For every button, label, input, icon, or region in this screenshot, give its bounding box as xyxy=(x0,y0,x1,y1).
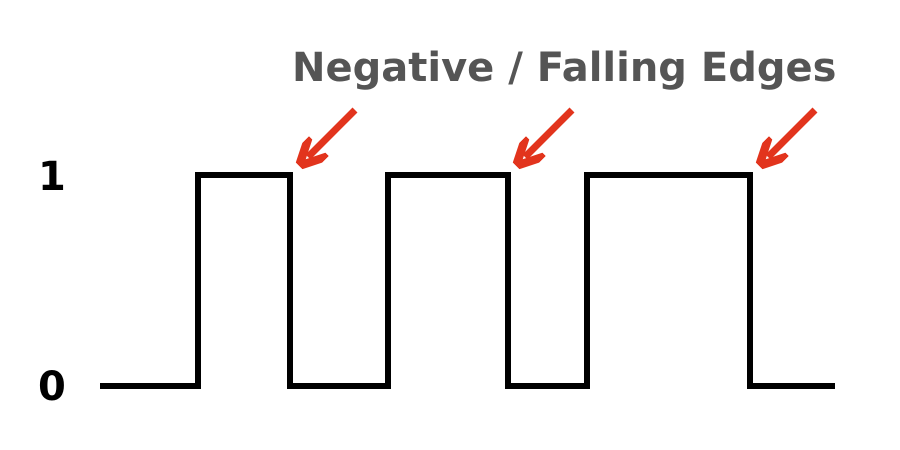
falling-edge-arrow-2 xyxy=(525,107,575,157)
square-wave-signal xyxy=(100,172,835,389)
falling-edge-arrow-3 xyxy=(768,107,818,157)
level-label-high: 1 xyxy=(38,154,66,200)
falling-edge-arrow-1 xyxy=(308,107,358,157)
diagram-title: Negative / Falling Edges xyxy=(292,45,837,91)
level-label-low: 0 xyxy=(38,364,66,410)
